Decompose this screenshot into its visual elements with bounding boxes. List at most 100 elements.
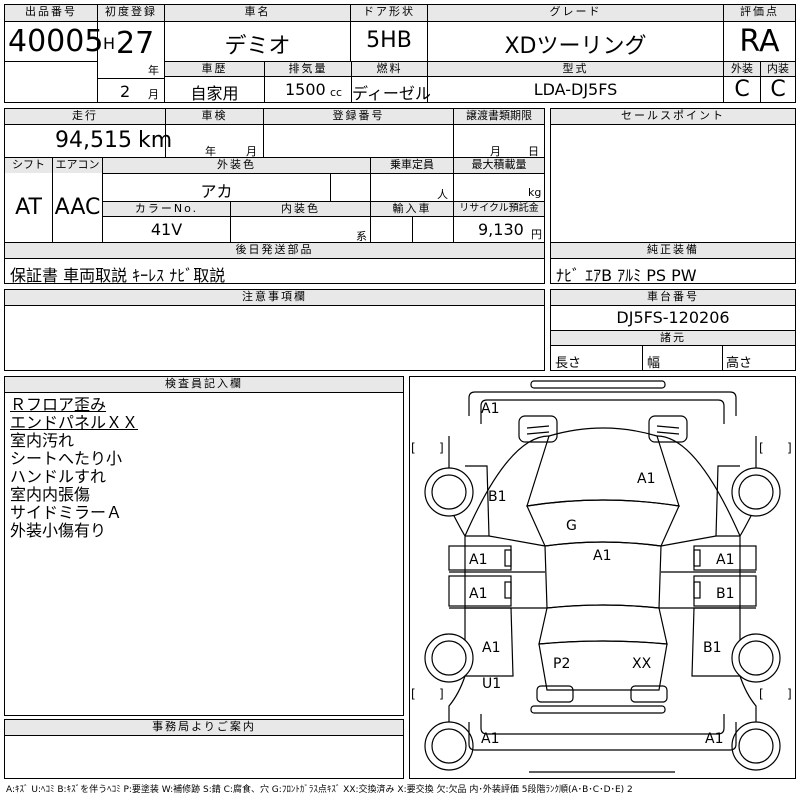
later-parts: 保証書 車両取説 ｷｰﾚｽ ﾅﾋﾞ取説 — [10, 266, 226, 285]
car-name-label: 車名 — [165, 5, 350, 21]
damage-mark-left-rear: U1 — [482, 676, 502, 692]
inspection-month-unit: 月 — [246, 145, 257, 158]
max-load-label: 最大積載量 — [454, 158, 544, 173]
registration-number-label: 登録番号 — [264, 109, 453, 124]
shift: AT — [15, 195, 42, 220]
dimensions-label: 諸元 — [551, 331, 795, 345]
remark-item: 外装小傷有り — [10, 521, 107, 540]
capacity-label: 乗車定員 — [371, 158, 453, 173]
svg-text:]: ] — [439, 687, 444, 701]
displacement-unit: cc — [330, 86, 343, 99]
max-load-unit: kg — [528, 186, 542, 199]
chassis-frame — [550, 289, 796, 371]
width-label: 幅 — [647, 356, 661, 371]
fuel-type: ディーゼル — [352, 84, 431, 103]
car-diagram: [ ] [ ] [ ] [ ] — [411, 380, 792, 773]
later-parts-label: 後日発送部品 — [5, 243, 544, 258]
chassis-number-label: 車台番号 — [551, 290, 795, 305]
specs-frame — [4, 108, 545, 284]
damage-mark-right-front-door: A1 — [716, 552, 735, 568]
notes-label: 注意事項欄 — [5, 290, 544, 305]
shift-label: シフト — [5, 158, 52, 173]
damage-mark-right-rear-door: B1 — [716, 586, 735, 602]
recycle-fee: 9,130 — [478, 220, 524, 239]
exterior-color: アカ — [200, 182, 233, 201]
displacement: 1500 — [285, 80, 326, 99]
height-label: 高さ — [726, 356, 753, 371]
month-unit: 月 — [148, 88, 159, 101]
model-label: 型式 — [428, 62, 723, 76]
evaluation-score: RA — [739, 24, 780, 59]
office-notice-label: 事務局よりご案内 — [5, 720, 403, 735]
inspector-frame — [4, 376, 404, 716]
int-color-unit: 系 — [356, 230, 367, 243]
damage-mark-left-front-fender: B1 — [488, 489, 507, 505]
door-type-label: ドア形状 — [351, 5, 427, 21]
registration-year: 27 — [116, 26, 155, 61]
svg-text:[: [ — [759, 687, 764, 701]
door-type: 5HB — [366, 28, 412, 53]
damage-mark-rear-bumper-left: A1 — [481, 731, 500, 747]
damage-mark-left-front-door-lower: A1 — [469, 586, 488, 602]
recycle-unit: 円 — [531, 228, 542, 241]
damage-mark-roof: A1 — [593, 548, 612, 564]
transfer-day-unit: 日 — [528, 145, 539, 158]
score-label: 評価点 — [724, 5, 795, 21]
office-frame — [4, 719, 404, 779]
svg-text:]: ] — [787, 687, 792, 701]
inspector-remarks-label: 検査員記入欄 — [5, 377, 403, 392]
first-registration-label: 初度登録 — [98, 5, 164, 21]
transfer-month-unit: 月 — [490, 145, 501, 158]
damage-mark-right-quarter: B1 — [703, 640, 722, 656]
genuine-equipment-label: 純正装備 — [551, 243, 795, 258]
svg-text:[: [ — [411, 441, 416, 455]
import-label: 輸入車 — [371, 202, 453, 216]
color-number-label: カラーNo. — [103, 202, 230, 216]
int-color-label: 内装色 — [231, 202, 370, 216]
damage-mark-rear-bumper-right: A1 — [705, 731, 724, 747]
chassis-number: DJ5FS-120206 — [616, 308, 730, 327]
remark-item: ハンドルすれ — [10, 467, 107, 486]
remark-item: サイドミラーＡ — [10, 503, 123, 522]
damage-mark-front-bumper: A1 — [481, 401, 500, 417]
damage-legend: A:ｷｽﾞ U:ﾍｺﾐ B:ｷｽﾞを伴うﾍｺﾐ P:要塗装 W:補修跡 S:錆 … — [6, 785, 633, 795]
era: H — [103, 34, 116, 53]
mileage-label: 走行 — [5, 109, 165, 124]
remark-item: Ｒフロア歪み — [10, 395, 107, 414]
genuine-equipment: ﾅﾋﾞ ｴｱB ｱﾙﾐ PS PW — [556, 266, 697, 285]
damage-mark-windshield: G — [566, 518, 577, 534]
exterior-grade: C — [734, 77, 750, 102]
grade-label: グレード — [428, 5, 723, 21]
interior-grade: C — [770, 77, 786, 102]
color-number: 41V — [150, 220, 183, 239]
inspection-year-unit: 年 — [205, 145, 216, 158]
damage-mark-left-rear-door: A1 — [482, 640, 501, 656]
year-unit: 年 — [148, 64, 159, 77]
remark-item: 室内汚れ — [10, 431, 75, 450]
lot-number: 40005 — [8, 24, 104, 59]
car-name: デミオ — [224, 34, 291, 59]
inspection-label: 車検 — [166, 109, 263, 124]
remark-item: エンドパネルＸＸ — [10, 413, 139, 432]
mileage-unit: km — [138, 128, 173, 153]
notes-frame — [4, 289, 545, 371]
lot-number-label: 出品番号 — [5, 5, 97, 21]
damage-mark-bonnet: A1 — [637, 471, 656, 487]
car-diagram-frame — [409, 376, 796, 779]
model-code: LDA-DJ5FS — [533, 80, 618, 99]
svg-text:[: [ — [411, 687, 416, 701]
damage-mark-rear-glass: P2 — [553, 656, 571, 672]
displacement-label: 排気量 — [265, 62, 351, 76]
remark-item: 室内内張傷 — [10, 485, 91, 504]
damage-mark-left-front-door-upper: A1 — [469, 552, 488, 568]
sales-point-frame — [550, 108, 796, 284]
history-label: 車歴 — [165, 62, 264, 76]
aircon: AAC — [54, 195, 101, 220]
recycle-label: リサイクル預託金 — [454, 202, 544, 216]
svg-text:]: ] — [787, 441, 792, 455]
damage-mark-trunk: XX — [632, 656, 652, 672]
exterior-label: 外装 — [724, 62, 760, 76]
length-label: 長さ — [555, 356, 582, 371]
registration-month: 2 — [120, 82, 131, 101]
svg-text:]: ] — [439, 441, 444, 455]
